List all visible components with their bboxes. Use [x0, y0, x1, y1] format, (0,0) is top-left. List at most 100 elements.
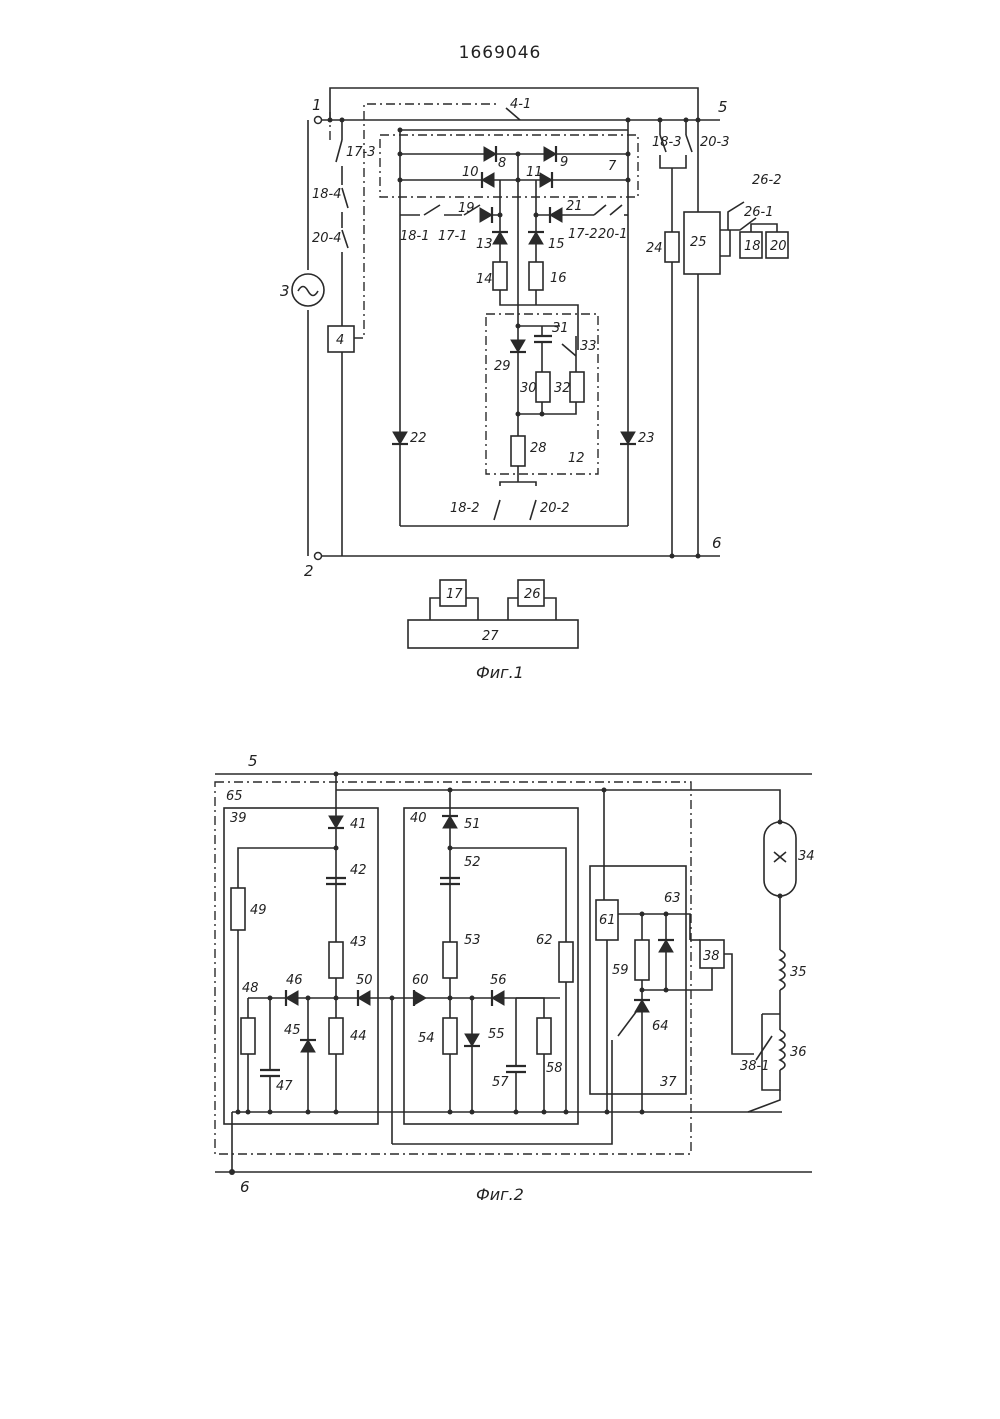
- diode-13: [493, 232, 507, 244]
- wire: [392, 1040, 612, 1144]
- resistor-16-label: 16: [550, 271, 567, 286]
- diode-50: [358, 991, 370, 1005]
- diode-63-label: 63: [664, 891, 681, 906]
- capacitor-57-label: 57: [492, 1075, 509, 1090]
- diode-55-label: 55: [488, 1027, 505, 1042]
- diode-23: [621, 432, 635, 444]
- resistor-14-label: 14: [476, 272, 493, 287]
- resistor-59-label: 62: [536, 933, 553, 948]
- resistor-24: [665, 232, 679, 262]
- diode-60: [414, 991, 426, 1005]
- switch-26-2-label: 26-2: [752, 173, 782, 188]
- wire: [724, 954, 754, 1054]
- switch-4-1-label: 4-1: [510, 97, 531, 112]
- thyristor-64-label: 64: [652, 1019, 669, 1034]
- switch-18-1: [424, 205, 440, 215]
- inductor-36: [780, 1030, 785, 1070]
- wire: [660, 155, 686, 168]
- inductor-35: [780, 950, 785, 990]
- diode-51-label: 51: [464, 817, 481, 832]
- switch-20-1-label: 20-1: [598, 227, 628, 242]
- diode-15-label: 15: [548, 237, 565, 252]
- switch-18-4: [342, 188, 348, 208]
- resistor-62: [635, 940, 649, 980]
- wire: [762, 1014, 780, 1090]
- figure-2-circuit: 5 6 65 39 40 37 41 42 43 44: [215, 752, 815, 1204]
- diode-60-label: 60: [412, 973, 429, 988]
- switch-18-2: [494, 500, 500, 520]
- capacitor-42-label: 42: [350, 863, 367, 878]
- resistor-28: [511, 436, 525, 466]
- wire: [642, 968, 712, 990]
- switch-38-1-label: 38-1: [740, 1059, 770, 1074]
- terminal-1-label: 1: [312, 96, 322, 114]
- module-65-label: 65: [226, 789, 243, 804]
- transistor-33-label: 33: [580, 339, 597, 354]
- lamp-34: [764, 822, 796, 896]
- figure-1-circuit: 5 6 1 2 3 17-3 18-4 20-4 4: [280, 88, 788, 682]
- mechanical-link-4: [354, 104, 500, 338]
- figure-1-caption: Фиг.1: [476, 663, 524, 682]
- resistor-30-label: 30: [520, 381, 537, 396]
- thyristor-29-label: 29: [494, 359, 511, 374]
- switch-18-1-label: 18-1: [400, 229, 430, 244]
- switch-20-4-label: 20-4: [312, 231, 342, 246]
- switch-20-2-label: 20-2: [540, 501, 570, 516]
- diode-21-label: 21: [566, 199, 583, 214]
- resistor-48: [241, 1018, 255, 1054]
- wire: [618, 914, 690, 940]
- terminal-2-label: 2: [304, 562, 314, 580]
- resistor-49-label: 49: [250, 903, 267, 918]
- diode-22-label: 22: [410, 431, 427, 446]
- module-37-label: 37: [660, 1075, 677, 1090]
- block-61-label: 61: [599, 913, 616, 928]
- switch-18-4-label: 18-4: [312, 187, 342, 202]
- block-38-label: 38: [703, 949, 720, 964]
- diode-50-label: 50: [356, 973, 373, 988]
- block-4-label: 4: [336, 333, 344, 348]
- resistor-49: [231, 888, 245, 930]
- bus-5-label: 5: [718, 98, 728, 116]
- block-17-label: 17: [446, 587, 463, 602]
- switch-17-3-label: 17-3: [346, 145, 376, 160]
- block-18-label: 18: [744, 239, 761, 254]
- resistor-53-label: 53: [464, 933, 481, 948]
- diode-19-label: 19: [458, 201, 475, 216]
- block-26-label: 26: [524, 587, 541, 602]
- resistor-54: [443, 1018, 457, 1054]
- resistor-58: [537, 1018, 551, 1054]
- resistor-59: [559, 942, 573, 982]
- wire: [500, 482, 536, 486]
- resistor-16: [529, 262, 543, 290]
- switch-20-4: [342, 230, 348, 248]
- diode-63: [659, 940, 673, 952]
- switch-20-3-label: 20-3: [700, 135, 730, 150]
- diode-22: [393, 432, 407, 444]
- resistor-44: [329, 1018, 343, 1054]
- module-40-label: 40: [410, 811, 427, 826]
- bus-5-label: 5: [248, 752, 258, 770]
- wire: [450, 790, 604, 900]
- resistor-53: [443, 942, 457, 978]
- diode-45-label: 45: [284, 1023, 301, 1038]
- resistor-58-label: 58: [546, 1061, 563, 1076]
- resistor-44-label: 44: [350, 1029, 367, 1044]
- resistor-24-label: 24: [646, 241, 663, 256]
- diode-51: [443, 816, 457, 828]
- bus-6-label: 6: [712, 534, 722, 552]
- lamp-34-label: 34: [798, 849, 815, 864]
- source-3-label: 3: [280, 282, 290, 300]
- wire: [542, 402, 576, 414]
- switch-26-1-label: 26-1: [744, 205, 774, 220]
- wire: [336, 790, 450, 808]
- resistor-43: [329, 942, 343, 978]
- resistor-32-label: 32: [554, 381, 571, 396]
- diode-56: [492, 991, 504, 1005]
- switch-17-1-label: 17-1: [438, 229, 468, 244]
- switch-18-3-label: 18-3: [652, 135, 682, 150]
- inductor-35-label: 35: [790, 965, 807, 980]
- switch-20-1: [610, 205, 622, 215]
- diode-10-label: 10: [462, 165, 479, 180]
- diode-41: [329, 816, 343, 828]
- module-7-frame: [380, 135, 638, 197]
